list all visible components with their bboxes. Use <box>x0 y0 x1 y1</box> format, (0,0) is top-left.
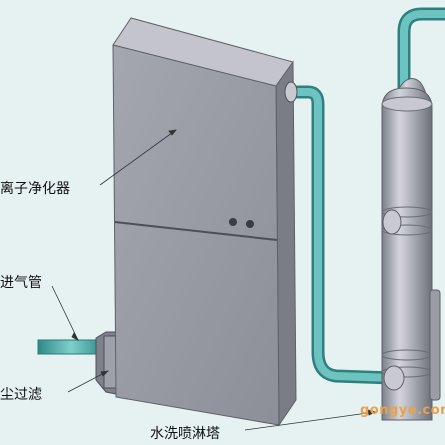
dust-filter-label: 尘过滤 <box>0 387 42 403</box>
inlet-pipe <box>37 339 105 355</box>
inlet-pipe-label: 进气管 <box>0 275 42 291</box>
tower-outlet-pipe <box>397 7 445 95</box>
watermark: gongye.com <box>360 403 445 418</box>
scrubber-tower <box>381 78 441 421</box>
purifier-cabinet <box>112 17 298 427</box>
scrubber-tower-label: 水洗喷淋塔 <box>150 426 220 442</box>
dust-filter <box>95 331 119 395</box>
leader-lines <box>51 129 377 431</box>
connecting-pipe <box>292 85 393 385</box>
purifier-label: 离子净化器 <box>0 181 70 197</box>
